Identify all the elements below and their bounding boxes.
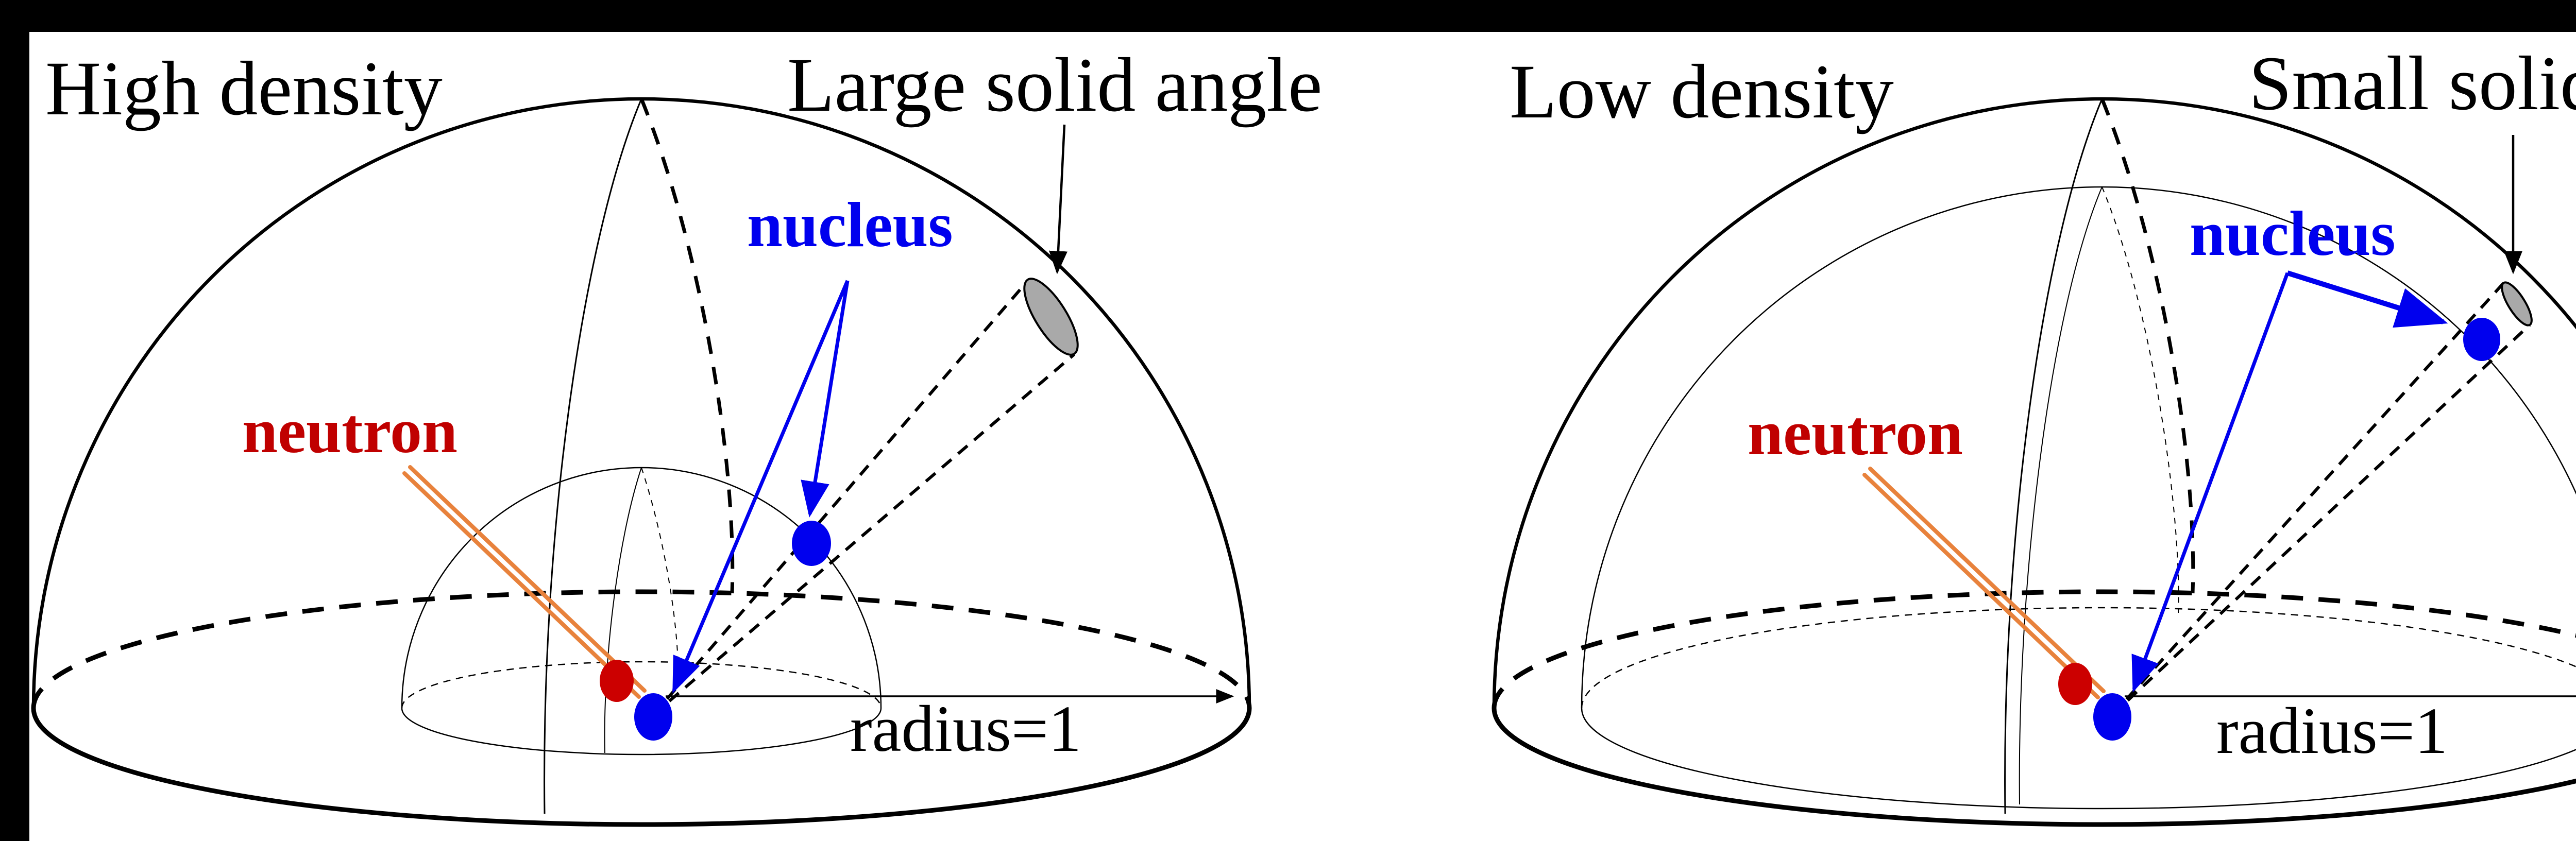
outer-meridian-front (544, 98, 642, 814)
nucleus-arrow-to-origin-dot (672, 280, 850, 694)
nucleus-label: nucleus (747, 190, 953, 260)
inner-meridian-front (604, 467, 642, 753)
cone-edge-lower (2111, 323, 2531, 716)
neutron-track-line-1 (402, 471, 641, 699)
outer-meridian-back (639, 98, 735, 594)
cone-edge-upper (2111, 281, 2505, 716)
nucleus-dot-scattering (2463, 318, 2500, 361)
solid-angle-patch (2501, 281, 2533, 327)
solid-angle-caption: Large solid angle (787, 42, 1323, 128)
panel-title: Low density (1510, 49, 1894, 134)
neutron-dot (2058, 663, 2092, 705)
nucleus-arrow-to-origin-dot (2131, 272, 2290, 693)
outer-meridian-front (2004, 98, 2103, 814)
outer-equator-back (31, 589, 1252, 709)
outer-equator-front (31, 708, 1252, 827)
nucleus-arrow-to-scattering-dot (801, 280, 850, 518)
solid-angle-pointer-arrow (1049, 124, 1067, 274)
frame-top (0, 0, 2576, 32)
radius-label: radius=1 (850, 692, 1081, 765)
nucleus-dot-origin (634, 693, 672, 741)
neutron-label: neutron (1748, 398, 1963, 468)
solid-angle-caption: Small solid angle (2249, 41, 2576, 126)
inner-meridian-back (2102, 186, 2179, 613)
cone-edge-lower (652, 353, 1075, 716)
frame-left (0, 0, 29, 841)
nucleus-dot-origin (2093, 693, 2131, 741)
inner-equator-front (401, 708, 882, 756)
inner-equator-back (1581, 607, 2576, 709)
outer-equator-front (1492, 708, 2576, 827)
cone-edge-upper (652, 280, 1029, 716)
radius-label: radius=1 (2216, 694, 2448, 767)
panel-title: High density (45, 46, 443, 131)
solid-angle-patch (1023, 278, 1079, 356)
inner-equator-back (401, 661, 882, 709)
panel-low-density: Low density Small solid angle nucleus ne… (1492, 41, 2576, 827)
neutron-track-line-2 (1868, 467, 2106, 693)
neutron-dot (600, 660, 634, 702)
nucleus-dot-scattering (792, 521, 831, 566)
neutron-track-line-1 (1862, 473, 2100, 699)
neutron-track-line-2 (408, 465, 647, 693)
outer-equator-back (1492, 589, 2576, 709)
neutron-label: neutron (242, 396, 457, 466)
nucleus-label: nucleus (2190, 198, 2396, 269)
inner-equator-front (1581, 708, 2576, 810)
nucleus-arrow-to-scattering-dot (2286, 270, 2448, 328)
inner-meridian-front (2019, 186, 2103, 805)
panel-high-density: High density Large solid angle nucleus n… (31, 42, 1323, 827)
